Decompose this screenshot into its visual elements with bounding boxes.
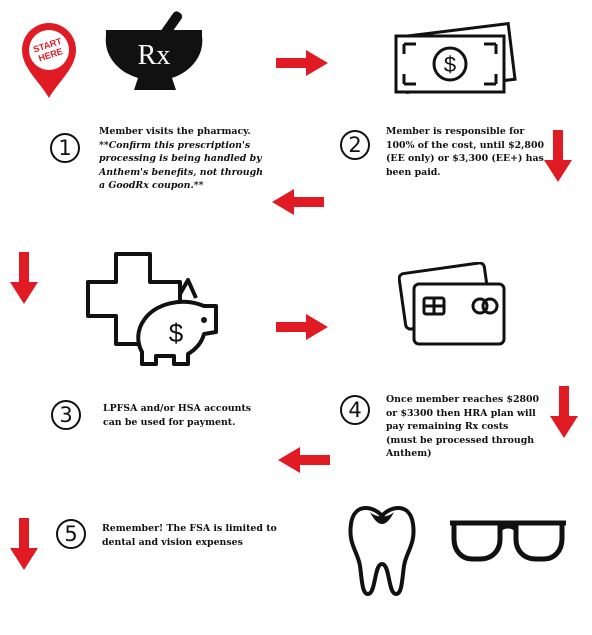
step-3-number: 3 <box>51 400 81 430</box>
step-4-line: Once member reaches $2800 <box>386 394 540 405</box>
tooth-icon <box>346 500 418 600</box>
step-1-number: 1 <box>50 133 80 163</box>
step-2-line: Member is responsible for <box>386 126 525 137</box>
step-1-note-line: a GoodRx coupon.** <box>99 180 204 191</box>
arrow-right-icon <box>276 50 328 76</box>
step-1-note-line: Anthem's benefits, not through <box>99 166 263 178</box>
start-here-pin-icon: START HERE <box>18 20 80 100</box>
arrow-down-icon <box>550 386 578 438</box>
step-4-number: 4 <box>340 395 370 425</box>
arrow-down-icon <box>10 252 38 304</box>
step-2-number: 2 <box>340 130 370 160</box>
step-4-line: or $3300 then HRA plan will <box>386 407 536 419</box>
arrow-right-icon <box>276 314 328 340</box>
mortar-pestle-icon: Rx <box>104 4 206 96</box>
money-bills-icon: $ <box>390 20 522 100</box>
rx-label: Rx <box>138 40 171 71</box>
step-2-line: (EE only) or $3,300 (EE+) has <box>386 153 544 164</box>
step-1-text: Member visits the pharmacy. **Confirm th… <box>99 125 269 193</box>
step-3-line: can be used for payment. <box>103 416 236 428</box>
step-5-number: 5 <box>56 519 86 549</box>
step-1-main-text: Member visits the pharmacy. <box>99 126 251 137</box>
arrow-down-icon <box>544 130 572 182</box>
step-2-text: Member is responsible for 100% of the co… <box>386 125 546 179</box>
step-2-line: 100% of the cost, until $2,800 <box>386 139 544 151</box>
arrow-left-icon <box>272 189 324 215</box>
step-3-text: LPFSA and/or HSA accounts can be used fo… <box>103 402 273 429</box>
step-4-line: (must be processed through <box>386 434 535 446</box>
step-5-line: Remember! The FSA is limited to <box>102 523 277 534</box>
step-2-line: been paid. <box>386 166 441 178</box>
health-cross-piggy-bank-icon: $ <box>84 250 224 370</box>
step-4-text: Once member reaches $2800 or $3300 then … <box>386 393 546 461</box>
step-1-note-line: processing is being handled by <box>99 153 262 164</box>
arrow-down-icon <box>10 518 38 570</box>
step-4-line: Anthem) <box>386 448 432 459</box>
step-3-line: LPFSA and/or HSA accounts <box>103 403 252 414</box>
step-5-line: dental and vision expenses <box>102 536 243 548</box>
credit-cards-icon <box>398 262 508 350</box>
step-1-note-line: **Confirm this prescription's <box>99 139 251 151</box>
step-5-text: Remember! The FSA is limited to dental a… <box>102 522 302 549</box>
step-4-line: pay remaining Rx costs <box>386 421 509 432</box>
bill-dollar-symbol: $ <box>444 52 456 77</box>
arrow-left-icon <box>278 447 330 473</box>
piggy-dollar-symbol: $ <box>169 318 184 348</box>
glasses-icon <box>446 515 570 567</box>
